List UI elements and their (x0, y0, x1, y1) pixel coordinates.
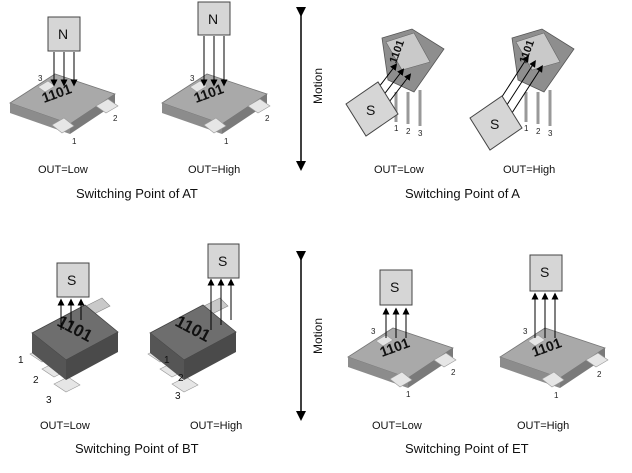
sot23-package: 1101 (499, 327, 609, 388)
sot23-package: 1101 (347, 327, 457, 388)
caption-at: Switching Point of AT (76, 186, 198, 201)
caption-bt: Switching Point of BT (75, 441, 199, 456)
pin-label-2: 2 (536, 127, 541, 136)
pin-label-2: 2 (178, 373, 184, 384)
et-device-high: 1101 3 2 1 S OUT=High (499, 254, 609, 432)
to92-package: 1101 (511, 28, 575, 126)
bt-device-high: 1101 1 2 3 S OUT=High (147, 243, 242, 432)
motion-label-bottom: Motion (311, 318, 325, 354)
at-device-high: 1101 3 2 1 N OUT=High (161, 1, 271, 176)
magnet-s (529, 254, 563, 292)
motion-arrow-bottom: Motion (296, 251, 325, 421)
state-low: OUT=Low (40, 420, 90, 432)
panel-bt: 1101 1 2 3 S OUT=Low 1101 (18, 243, 242, 456)
pin-label-3: 3 (175, 391, 181, 402)
magnet-n (47, 16, 81, 52)
field-arrows (200, 36, 228, 87)
caption-et: Switching Point of ET (405, 441, 529, 456)
magnet-s-label: S (390, 279, 399, 295)
magnet-s (379, 269, 413, 306)
state-high: OUT=High (517, 420, 569, 432)
pin-label-2: 2 (33, 375, 39, 386)
pin-label-2: 2 (113, 114, 118, 123)
a-device-high: 1101 1 2 3 S OUT=High (469, 28, 575, 176)
sot23-package: 1101 (161, 73, 271, 134)
field-arrows (50, 52, 78, 87)
sot89-package: 1101 (147, 297, 237, 393)
magnet-n-label: N (58, 26, 68, 42)
caption-a: Switching Point of A (405, 186, 520, 201)
field-arrows (382, 307, 410, 338)
pin-label-1: 1 (164, 355, 170, 366)
panel-at: 1101 3 2 1 N OUT=Low 1101 (9, 1, 271, 201)
pin-label-1: 1 (394, 124, 399, 133)
state-high: OUT=High (190, 420, 242, 432)
sot89-package: 1101 (29, 297, 119, 393)
magnet-s (345, 81, 399, 137)
pin-label-3: 3 (371, 327, 376, 336)
magnet-n-label: N (208, 11, 218, 27)
state-low: OUT=Low (372, 420, 422, 432)
pin-label-1: 1 (18, 355, 24, 366)
pin-label-3: 3 (523, 327, 528, 336)
et-device-low: 1101 3 2 1 S OUT=Low (347, 269, 457, 432)
magnet-n (197, 1, 231, 36)
field-arrows (57, 298, 85, 330)
magnet-s (207, 243, 240, 279)
pin-label-2: 2 (406, 127, 411, 136)
field-arrows (531, 292, 559, 338)
pin-label-3: 3 (46, 395, 52, 406)
state-high: OUT=High (188, 164, 240, 176)
pin-label-3: 3 (548, 129, 553, 138)
motion-label-top: Motion (311, 68, 325, 104)
magnet-s-label: S (366, 102, 375, 118)
pin-label-1: 1 (524, 124, 529, 133)
a-device-low: 1101 1 2 3 S OUT=Low (345, 28, 445, 176)
state-low: OUT=Low (38, 164, 88, 176)
bt-device-low: 1101 1 2 3 S OUT=Low (18, 262, 119, 432)
pin-label-1: 1 (72, 137, 77, 146)
magnet-s (56, 262, 90, 298)
pin-label-3: 3 (38, 74, 43, 83)
magnet-s-label: S (540, 264, 549, 280)
state-high: OUT=High (503, 164, 555, 176)
field-arrows (207, 278, 235, 330)
pin-label-1: 1 (406, 390, 411, 399)
pin-label-3: 3 (418, 129, 423, 138)
pin-label-2: 2 (451, 368, 456, 377)
state-low: OUT=Low (374, 164, 424, 176)
motion-arrow-top: Motion (296, 7, 325, 171)
panel-et: 1101 3 2 1 S OUT=Low 1101 (347, 254, 609, 456)
panel-a: 1101 1 2 3 S OUT=Low 1101 1 (345, 28, 575, 201)
pin-label-2: 2 (265, 114, 270, 123)
magnet-s (469, 95, 523, 151)
magnet-s-label: S (490, 116, 499, 132)
magnet-s-label: S (67, 272, 76, 288)
pin-label-3: 3 (190, 74, 195, 83)
pin-label-1: 1 (554, 391, 559, 400)
pin-label-1: 1 (224, 137, 229, 146)
pin-label-2: 2 (597, 370, 602, 379)
magnet-s-label: S (218, 253, 227, 269)
at-device-low: 1101 3 2 1 N OUT=Low (9, 16, 119, 176)
